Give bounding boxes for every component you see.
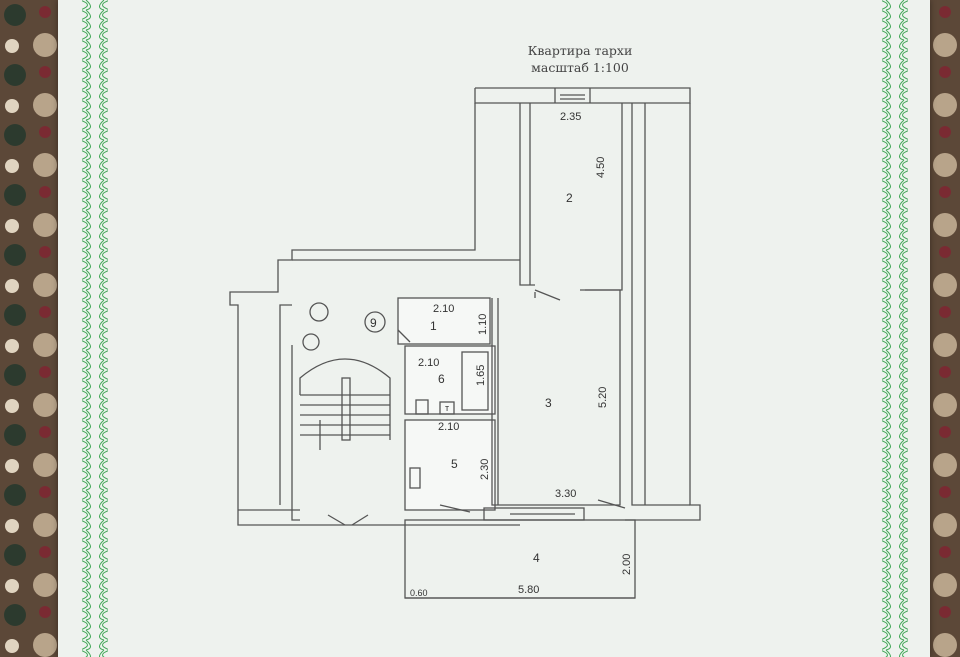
dim-2-10-c: 2.10 <box>438 421 459 433</box>
room-label-1: 1 <box>430 319 437 333</box>
dim-2-10-a: 2.10 <box>433 303 454 315</box>
paper-sheet <box>58 0 930 657</box>
decorative-border-right <box>882 0 908 657</box>
decorative-border-left <box>82 0 108 657</box>
dim-0-60: 0.60 <box>410 588 428 598</box>
room-label-6: 6 <box>438 372 445 386</box>
dim-2-30: 2.30 <box>479 459 491 480</box>
plan-walls <box>229 87 701 599</box>
room-label-5: 5 <box>451 457 458 471</box>
dim-4-50: 4.50 <box>595 157 607 178</box>
sanitary-fixtures <box>409 399 455 489</box>
plan-title: Квартира тархи <box>527 43 633 58</box>
stairwell <box>299 302 391 450</box>
dim-2-35: 2.35 <box>560 111 581 123</box>
dim-1-65: 1.65 <box>475 365 487 386</box>
room-label-3: 3 <box>545 396 552 410</box>
room-label-4: 4 <box>533 551 540 565</box>
dim-2-00: 2.00 <box>621 554 633 575</box>
room-label-9: 9 <box>370 316 377 330</box>
fixture-label-t: т <box>445 403 449 413</box>
dim-5-80: 5.80 <box>518 584 539 596</box>
dim-2-10-b: 2.10 <box>418 357 439 369</box>
plan-scale: масштаб 1:100 <box>531 60 629 75</box>
dim-5-20: 5.20 <box>597 387 609 408</box>
room-label-2: 2 <box>566 191 573 205</box>
dim-1-10: 1.10 <box>477 314 489 335</box>
dim-3-30: 3.30 <box>555 488 576 500</box>
